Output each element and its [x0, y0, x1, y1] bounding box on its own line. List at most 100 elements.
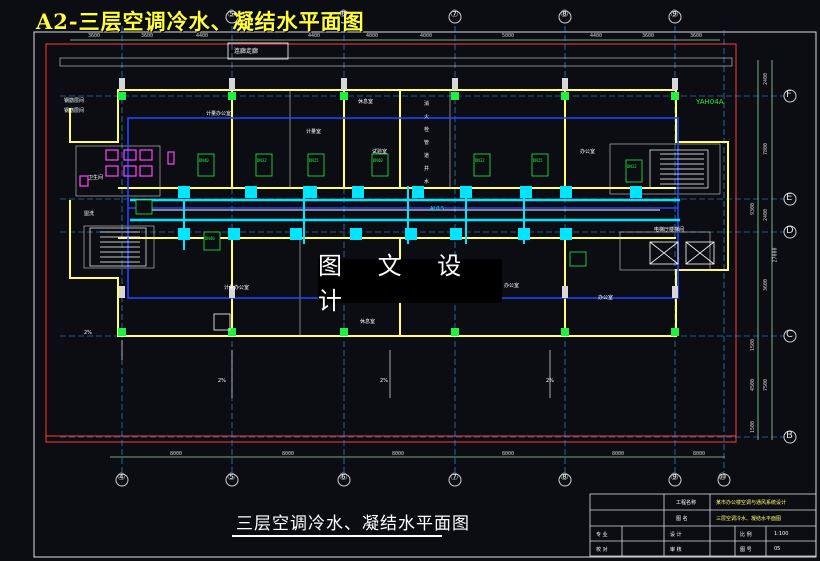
shaft-box	[213, 313, 231, 331]
tb-drawing-label: 图 名	[676, 516, 688, 522]
label-toilet: 盥洗	[84, 211, 95, 217]
outer-frame	[33, 31, 817, 558]
label-office-b: 计量室	[306, 129, 322, 135]
label-pipe-tag: AL0.5	[430, 206, 445, 212]
label-office-bottom-left: 计量办公室	[224, 285, 250, 291]
dim-top-7: 4400	[590, 33, 603, 39]
axis-bubbles-bottom	[115, 473, 731, 487]
slope-arrows	[121, 340, 551, 398]
dim-bottom-4: 8000	[612, 451, 625, 457]
fan-coil-units	[178, 186, 642, 240]
axis-bottom-9: ⑨	[670, 472, 679, 483]
label-washroom: 卫生间	[88, 175, 104, 181]
axis-bottom-10: ⑩	[718, 472, 727, 483]
dim-top-9: 3600	[690, 33, 703, 39]
axis-top-9: ⑨	[670, 9, 679, 20]
label-office-bottom-right: 办公室	[504, 283, 520, 289]
dim-right-6: 4500	[750, 378, 757, 392]
dim-bottom-2: 8000	[392, 451, 405, 457]
axis-bottom-5: ⑤	[227, 472, 236, 483]
dim-bottom-0: 8000	[170, 451, 183, 457]
axis-right-B: B	[786, 430, 793, 441]
tag-5: DN25	[533, 158, 543, 163]
label-corridor: 连廊走廊	[234, 48, 259, 55]
tag-6: DN32	[627, 164, 637, 169]
dim-top-8: 3600	[642, 33, 655, 39]
dim-top-3: 4400	[308, 33, 321, 39]
label-office-corner: 办公室	[598, 295, 614, 301]
label-lab: 试验室	[372, 149, 388, 155]
dim-bottom-3: 8000	[502, 451, 515, 457]
dim-top-1: 3600	[141, 33, 154, 39]
label-office-right: 办公室	[580, 149, 596, 155]
label-rest: 休息室	[358, 99, 374, 105]
dim-right-4: 3600	[763, 278, 770, 292]
dim-right-5: 1500	[750, 338, 757, 352]
drawing-header-title: A2-三层空调冷水、凝结水平面图	[36, 9, 365, 34]
label-slope-2: 2%	[218, 378, 226, 384]
tb-r4-2: 审 核	[670, 547, 682, 553]
label-slope-3: 2%	[380, 378, 388, 384]
partition-lines	[75, 90, 721, 336]
label-shaft: 消 火 栓 管 道 井 水	[424, 101, 430, 185]
watermark-box: 图 文 设 计	[318, 252, 502, 315]
dim-top-5: 4000	[420, 33, 433, 39]
dim-right-0: 2400	[763, 72, 770, 86]
tb-r4-5: 05	[774, 546, 781, 552]
label-fan-room: YAH04A	[696, 98, 724, 106]
axis-right-E: E	[786, 192, 793, 203]
dim-top-0: 3600	[88, 33, 101, 39]
washroom-fixtures	[79, 149, 175, 187]
tb-r3-4: 比 例	[740, 532, 752, 538]
label-elevator: 电梯厅楼梯间	[654, 227, 685, 233]
dim-bottom-5: 8000	[693, 451, 706, 457]
dim-top-6: 5000	[502, 33, 515, 39]
axis-top-6: ⑥	[339, 9, 348, 20]
tag-3: DN40	[373, 158, 383, 163]
vertical-riser-pipes	[183, 186, 525, 250]
top-strip-band	[59, 57, 733, 67]
label-slope-4: 2%	[546, 378, 554, 384]
axis-right-C: C	[786, 329, 793, 340]
dim-top-4: 4000	[366, 33, 379, 39]
tb-r3-0: 专 业	[596, 532, 608, 538]
dim-bottom-1: 8000	[282, 451, 295, 457]
elevator-shafts	[649, 241, 715, 265]
tb-drawing-value: 三层空调冷水、凝结水平面图	[716, 516, 782, 522]
tag-7: DN40	[205, 236, 215, 241]
stairs-right	[649, 149, 709, 189]
tag-4: DN32	[475, 158, 485, 163]
corridor-top-strip	[227, 42, 289, 60]
label-slope-1: 2%	[84, 330, 92, 336]
drawing-title-underline	[232, 535, 442, 537]
axis-right-D: D	[786, 225, 794, 236]
axis-top-8: ⑧	[560, 9, 569, 20]
structural-columns	[118, 92, 679, 336]
tag-1: DN32	[257, 158, 267, 163]
dim-right-outer-0: 27000	[772, 247, 779, 263]
tb-r3-5: 1:100	[774, 531, 789, 537]
axis-bottom-8: ⑧	[560, 472, 569, 483]
label-rest-bottom: 休息室	[360, 319, 376, 325]
axis-right-F: F	[786, 89, 792, 100]
dim-right-3: 2400	[763, 208, 770, 222]
chilled-water-pipes-cyan	[130, 198, 680, 222]
dim-top-2: 4400	[196, 33, 209, 39]
tag-2: DN25	[309, 158, 319, 163]
red-site-boundary	[45, 43, 737, 443]
tb-r3-2: 设 计	[670, 532, 682, 538]
tb-r4-4: 图 号	[740, 547, 752, 553]
dim-right-1: 7800	[763, 142, 770, 156]
label-office-a: 计量办公室	[206, 111, 232, 117]
title-block-frame	[589, 493, 817, 557]
dim-right-7: 1500	[750, 420, 757, 434]
equipment-tag-boxes	[135, 153, 643, 267]
axis-bottom-6: ⑥	[339, 472, 348, 483]
tb-project-label: 工程名称	[676, 500, 697, 506]
axis-top-5: ⑤	[227, 9, 236, 20]
tb-project-value: 某市办公楼空调与通风系统设计	[716, 500, 787, 506]
axis-top-7: ⑦	[450, 9, 459, 20]
axis-bubbles-right	[783, 89, 797, 444]
axis-bottom-7: ⑦	[450, 472, 459, 483]
